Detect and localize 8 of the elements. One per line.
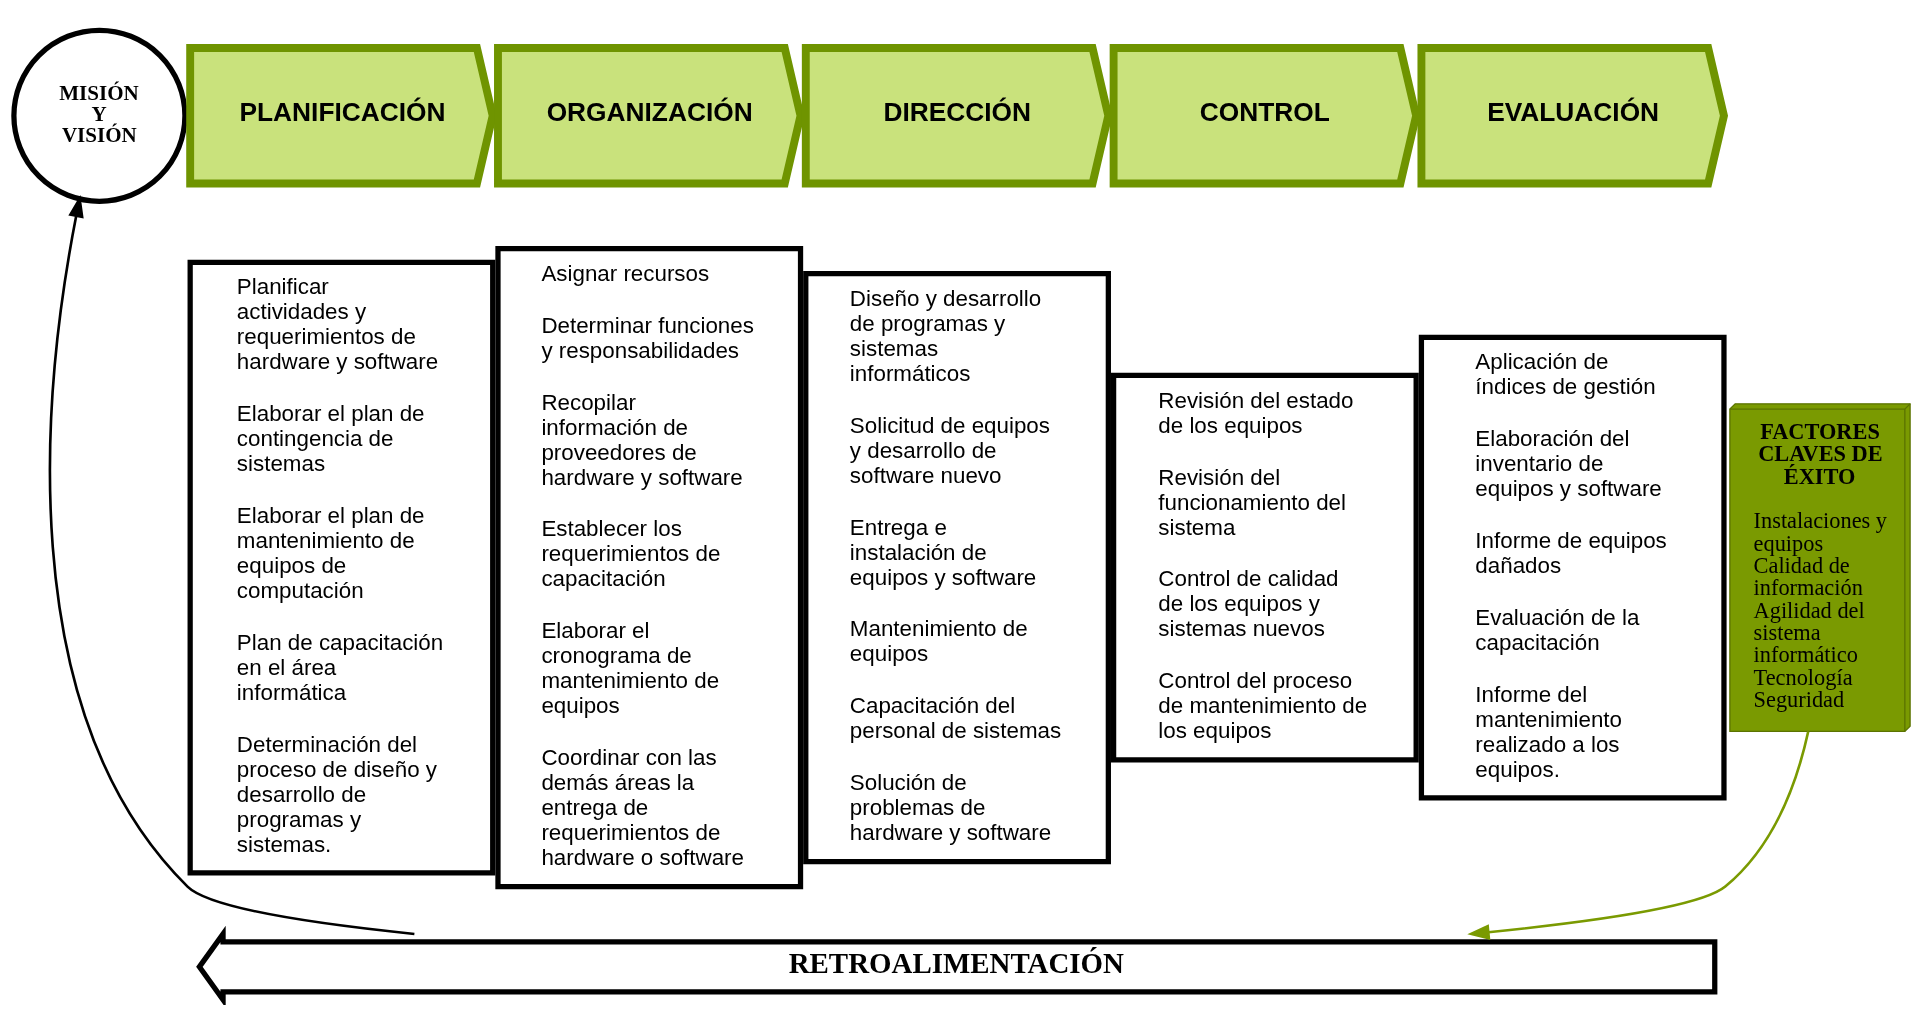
node-box: Planificar actividades y requerimientos de hardware y software Elaborar el plan de contingencia de sistemas Elaborar el plan de mantenimiento de equipos de computación Plan de capacitación en el área informática Determinación del proceso de diseño y desarrollo de programas y sistemas. — [187, 259, 496, 876]
node-box: Diseño y desarrollo de programas y sistemas informáticos Solicitud de equipos y desarrollo de software nuevo Entrega e instalación de equipos y software Mantenimiento de equipos Capacitación del personal de sistemas Solución de problemas de hardware y software — [803, 271, 1111, 865]
node-box: Revisión del estado de los equipos Revisión del funcionamiento del sistema Control de calidad de los equipos y sistemas nuevos Control del proceso de mantenimiento de los equipos — [1110, 372, 1419, 763]
node-box: Aplicación de índices de gestión Elaboración del inventario de equipos y software Informe de equipos dañados Evaluación de la capacitación Informe del mantenimiento realizado a los equipos. — [1418, 334, 1727, 801]
node-box: Asignar recursos Determinar funciones y responsabilidades Recopilar información de proveedores de hardware y software Establecer los requerimientos de capacitación Elaborar el cronograma de mantenimiento de equipos Coordinar con las demás áreas la entrega de requerimientos de hardware o software — [495, 246, 804, 890]
node-circle: MISIÓN Y VISIÓN — [11, 27, 188, 204]
arrow — [1467, 731, 1810, 940]
arrow — [48, 195, 415, 936]
